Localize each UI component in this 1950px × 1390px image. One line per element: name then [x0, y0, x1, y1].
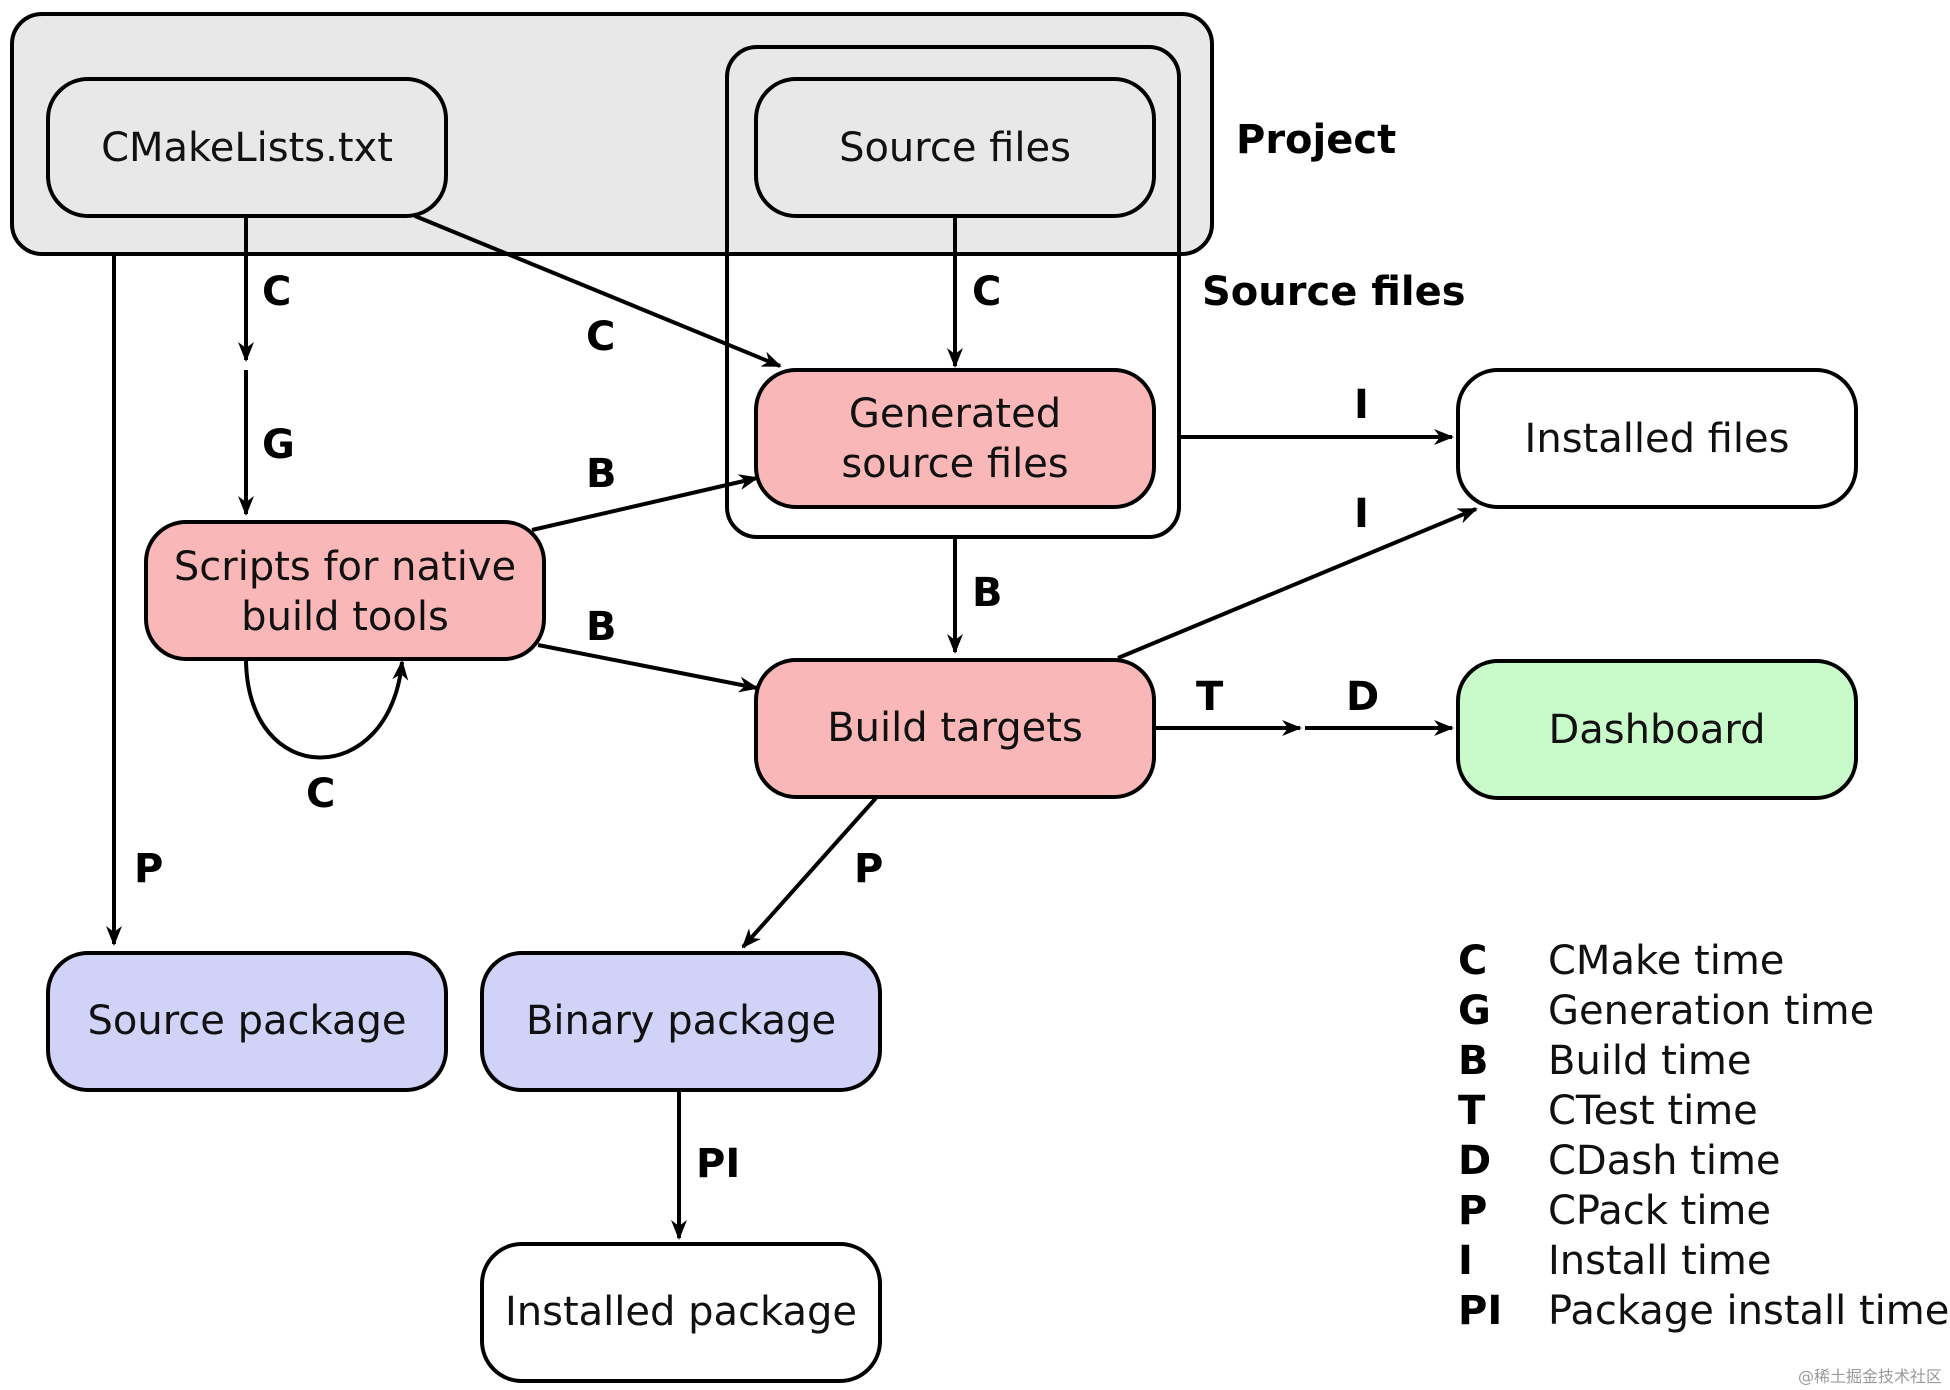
edge-scripts-self-loop [244, 657, 409, 760]
edge-scripts-build [537, 643, 759, 693]
edge-label-c-1: C [262, 269, 291, 315]
node-source-files: Source files [754, 77, 1156, 218]
edge-label-g: G [262, 422, 295, 468]
legend: C CMake time G Generation time B Build t… [1458, 938, 1949, 1334]
source-files-group: Source files [725, 45, 1466, 539]
edge-label-p-2: P [854, 846, 883, 892]
watermark: @稀土掘金技术社区 [1798, 1367, 1942, 1386]
node-cmakelists: CMakeLists.txt [46, 77, 448, 218]
legend-desc: CMake time [1548, 938, 1784, 984]
legend-desc: Package install time [1548, 1288, 1949, 1334]
legend-desc: CPack time [1548, 1188, 1771, 1234]
edge-label-b-1: B [586, 451, 617, 497]
edge-label-p-1: P [134, 846, 163, 892]
edge-label-t: T [1196, 674, 1224, 720]
node-native-scripts: Scripts for native build tools [144, 520, 546, 661]
node-build-targets-label: Build targets [827, 705, 1083, 751]
edge-label-pi: PI [696, 1141, 740, 1187]
legend-code: B [1458, 1038, 1489, 1084]
edges: C G C C B B C B I I T D [106, 214, 1478, 1240]
node-installed-files-label: Installed files [1525, 416, 1790, 462]
node-build-targets: Build targets [754, 658, 1156, 799]
legend-desc: CDash time [1548, 1138, 1781, 1184]
edge-label-i-2: I [1354, 491, 1369, 537]
project-group-label: Project [1236, 117, 1396, 163]
edge-label-b-3: B [972, 570, 1003, 616]
node-source-files-label: Source files [839, 125, 1071, 171]
legend-code: C [1458, 938, 1487, 984]
edge-label-b-2: B [586, 604, 617, 650]
edge-label-i-1: I [1354, 382, 1369, 428]
node-installed-package-label: Installed package [505, 1289, 857, 1335]
legend-code: PI [1458, 1288, 1502, 1334]
node-source-package-label: Source package [88, 998, 407, 1044]
edge-scripts-generated [531, 474, 759, 532]
node-scripts-label-line1: Scripts for native [174, 544, 516, 590]
node-dashboard-label: Dashboard [1548, 707, 1765, 753]
node-binary-package-label: Binary package [526, 998, 836, 1044]
node-scripts-label-line2: build tools [241, 594, 449, 640]
node-installed-package: Installed package [480, 1242, 882, 1383]
legend-desc: Install time [1548, 1238, 1772, 1284]
legend-code: G [1458, 988, 1491, 1034]
legend-desc: Build time [1548, 1038, 1752, 1084]
legend-code: T [1458, 1088, 1486, 1134]
node-binary-package: Binary package [480, 951, 882, 1092]
node-source-package: Source package [46, 951, 448, 1092]
edge-label-c-3: C [972, 269, 1001, 315]
legend-desc: Generation time [1548, 988, 1874, 1034]
edge-label-d: D [1346, 674, 1379, 720]
legend-code: I [1458, 1238, 1473, 1284]
node-installed-files: Installed files [1456, 368, 1858, 509]
node-generated-label-line1: Generated [849, 391, 1061, 437]
node-cmakelists-label: CMakeLists.txt [101, 125, 393, 171]
source-files-group-label: Source files [1202, 269, 1466, 315]
legend-code: P [1458, 1188, 1487, 1234]
edge-build-binary-package [741, 796, 878, 949]
legend-desc: CTest time [1548, 1088, 1758, 1134]
edge-label-c-4: C [306, 771, 335, 817]
node-dashboard: Dashboard [1456, 659, 1858, 800]
edge-label-c-2: C [586, 314, 615, 360]
node-generated-label-line2: source files [841, 441, 1068, 487]
legend-code: D [1458, 1138, 1491, 1184]
edge-build-installed [1117, 507, 1478, 660]
node-generated-source-files: Generated source files [754, 368, 1156, 509]
edge-cmakelists-generated [414, 214, 782, 368]
